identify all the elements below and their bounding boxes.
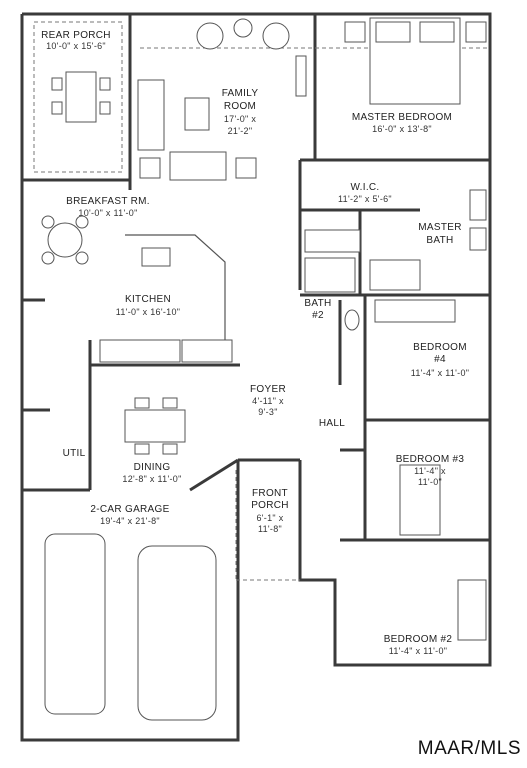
porch-outlines <box>33 21 490 581</box>
label-wic: W.I.C.11'-2" x 5'-6" <box>338 182 392 204</box>
label-util: UTIL <box>63 448 86 459</box>
label-hall: HALL <box>319 418 345 429</box>
label-bath2: BATH#2 <box>304 298 331 321</box>
furniture <box>41 17 487 721</box>
interior-walls <box>22 14 490 542</box>
exterior-walls <box>20 12 492 742</box>
label-breakfast: BREAKFAST RM.10'-0" x 11'-0" <box>66 196 150 218</box>
watermark: MAAR/MLS <box>417 738 521 759</box>
